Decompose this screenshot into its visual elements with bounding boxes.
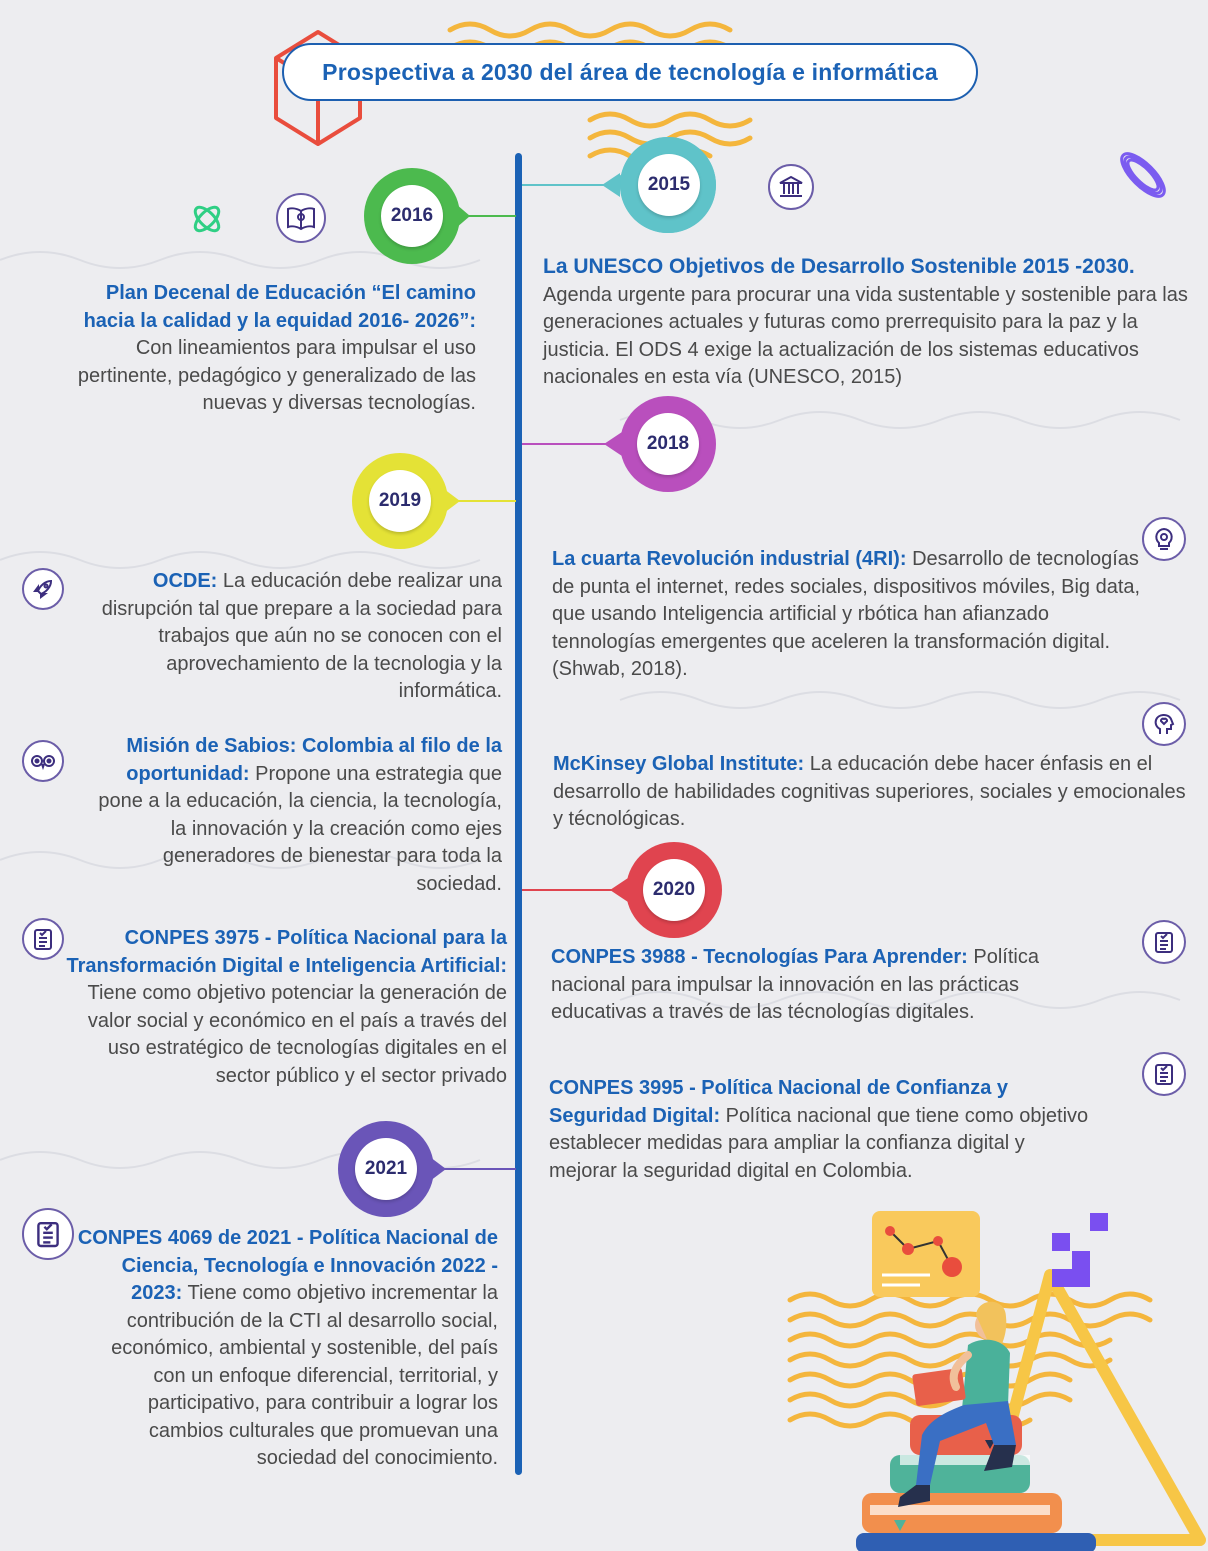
entry-mckinsey-heading: McKinsey Global Institute: — [553, 753, 805, 775]
entry-conpes-4069-heading: CONPES 4069 de 2021 - Política Nacional … — [77, 1227, 498, 1304]
entry-plan-decenal: Plan Decenal de Educación “El camino hac… — [56, 280, 476, 418]
owl-icon — [22, 740, 64, 782]
lightbulb-gear-icon — [1142, 517, 1186, 561]
entry-conpes-3988-body: Política nacional para impulsar la innov… — [551, 946, 1039, 1023]
rocket-icon — [22, 568, 64, 610]
year-label-2016: 2016 — [381, 185, 443, 247]
entry-unesco: La UNESCO Objetivos de Desarrollo Sosten… — [543, 253, 1198, 392]
year-label-2020: 2020 — [643, 859, 705, 921]
year-label-2019: 2019 — [369, 470, 431, 532]
entry-mision-sabios-body: Propone una estrategia que pone a la edu… — [98, 762, 502, 895]
connector-2019 — [440, 500, 516, 502]
open-book-icon — [276, 193, 326, 243]
page-title-pill: Prospectiva a 2030 del área de tecnologí… — [282, 43, 978, 101]
entry-cuarta-revolucion-heading: La cuarta Revolución industrial (4RI): — [552, 548, 907, 570]
timeline-axis — [515, 153, 522, 1475]
student-with-laptop-illustration — [787, 1211, 1206, 1551]
entry-conpes-3975-body: Tiene como objetivo potenciar la generac… — [87, 982, 507, 1087]
connector-2018 — [522, 443, 622, 445]
entry-conpes-3988: CONPES 3988 - Tecnologías Para Aprender:… — [551, 944, 1116, 1027]
bank-building-icon — [768, 164, 814, 210]
page-title: Prospectiva a 2030 del área de tecnologí… — [322, 58, 938, 85]
checklist-document-icon — [1142, 1052, 1186, 1096]
entry-ocde: OCDE: La educación debe realizar una dis… — [92, 568, 502, 706]
entry-conpes-3995-heading: CONPES 3995 - Política Nacional de Confi… — [549, 1077, 1009, 1127]
connector-2015 — [522, 184, 622, 186]
entry-cuarta-revolucion: La cuarta Revolución industrial (4RI): D… — [552, 546, 1142, 684]
year-label-2021: 2021 — [355, 1138, 417, 1200]
entry-mckinsey-body: La educación debe hacer énfasis en el de… — [553, 753, 1186, 830]
entry-unesco-body: Agenda urgente para procurar una vida su… — [543, 283, 1188, 389]
entry-mision-sabios-heading: Misión de Sabios: Colombia al filo de la… — [126, 735, 502, 785]
entry-ocde-body: La educación debe realizar una disrupció… — [101, 570, 502, 702]
entry-conpes-4069: CONPES 4069 de 2021 - Política Nacional … — [74, 1225, 498, 1473]
entry-conpes-3975-heading: CONPES 3975 - Política Nacional para la … — [66, 927, 507, 977]
entry-conpes-3995: CONPES 3995 - Política Nacional de Confi… — [549, 1075, 1094, 1185]
entry-plan-decenal-body: Con lineamientos para impulsar el uso pe… — [77, 337, 476, 414]
checklist-document-icon — [22, 918, 64, 960]
connector-2021 — [420, 1168, 516, 1170]
entry-mckinsey: McKinsey Global Institute: La educación … — [553, 751, 1193, 834]
rings-decoration — [1120, 152, 1166, 198]
entry-unesco-heading: La UNESCO Objetivos de Desarrollo Sosten… — [543, 255, 1135, 278]
entry-conpes-3995-body: Política nacional que tiene como objetiv… — [549, 1104, 1089, 1182]
head-heart-icon — [1142, 702, 1186, 746]
entry-conpes-3988-heading: CONPES 3988 - Tecnologías Para Aprender: — [551, 946, 968, 968]
checklist-document-icon — [1142, 920, 1186, 964]
connector-2016 — [450, 215, 516, 217]
entry-plan-decenal-heading: Plan Decenal de Educación “El camino hac… — [83, 282, 476, 332]
year-label-2015: 2015 — [638, 154, 700, 216]
entry-cuarta-revolucion-body: Desarrollo de tecnologías de punta el in… — [552, 548, 1141, 680]
connector-2020 — [522, 889, 626, 891]
entry-conpes-3975: CONPES 3975 - Política Nacional para la … — [64, 925, 507, 1090]
year-label-2018: 2018 — [637, 413, 699, 475]
entry-ocde-heading: OCDE: — [152, 570, 218, 592]
atom-icon — [193, 205, 221, 233]
entry-mision-sabios: Misión de Sabios: Colombia al filo de la… — [88, 733, 502, 898]
entry-conpes-4069-body: Tiene como objetivo incrementar la contr… — [111, 1282, 498, 1469]
checklist-document-icon — [22, 1208, 74, 1260]
